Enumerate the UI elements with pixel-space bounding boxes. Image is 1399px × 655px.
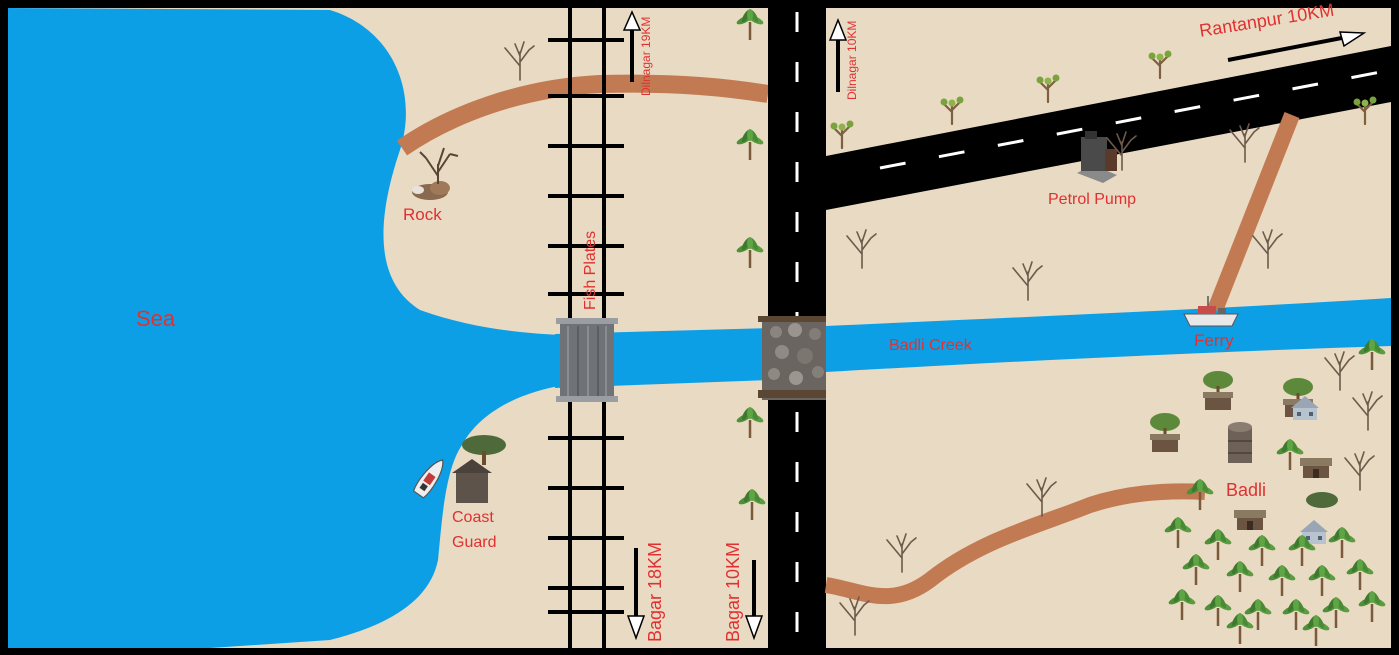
rail-bridge-icon [556,318,618,402]
road-east [826,46,1391,210]
hut-icon [1234,510,1266,530]
arrow-rail-south-icon [626,548,646,641]
road-north-direction: Dilnagar 10KM [845,20,859,100]
arrow-road-south-icon [744,560,764,641]
creek-east [826,298,1391,372]
rock-label: Rock [403,205,442,224]
badli-creek-label: Badli Creek [889,337,972,354]
badli-label: Badli [1226,480,1267,500]
sea-label: Sea [136,306,176,331]
arrow-east-icon [1227,31,1367,62]
water-tower-icon [1228,422,1252,463]
road-south-direction: Bagar 10KM [723,541,743,642]
coast-guard-label-line2: Guard [452,534,497,551]
boat-icon [412,459,444,499]
green-roof-icon [1306,492,1338,508]
right-panel [824,8,1392,648]
dirt-path-ferry [1207,112,1300,313]
ferry-icon [1183,296,1239,327]
coast-guard-building-icon [452,435,506,503]
rail-south-direction: Bagar 18KM [645,541,665,642]
stone-bridge-icon [758,316,836,400]
rail-north-direction: Dilnagar 19KM [639,16,653,96]
petrol-pump-label: Petrol Pump [1048,191,1137,208]
petrol-pump-icon [1077,131,1117,183]
fish-plates-label: Fish Plates [582,230,599,310]
coast-guard-label-line1: Coast [452,509,494,526]
arrow-rail-north-icon [622,10,642,82]
ferry-label: Ferry [1194,331,1234,350]
dirt-path-north [396,74,770,156]
rock-icon [412,147,459,200]
left-panel [8,7,770,648]
arrow-road-north-icon [828,17,848,92]
hut-icon [1300,458,1332,478]
dirt-path-village [824,483,1206,605]
